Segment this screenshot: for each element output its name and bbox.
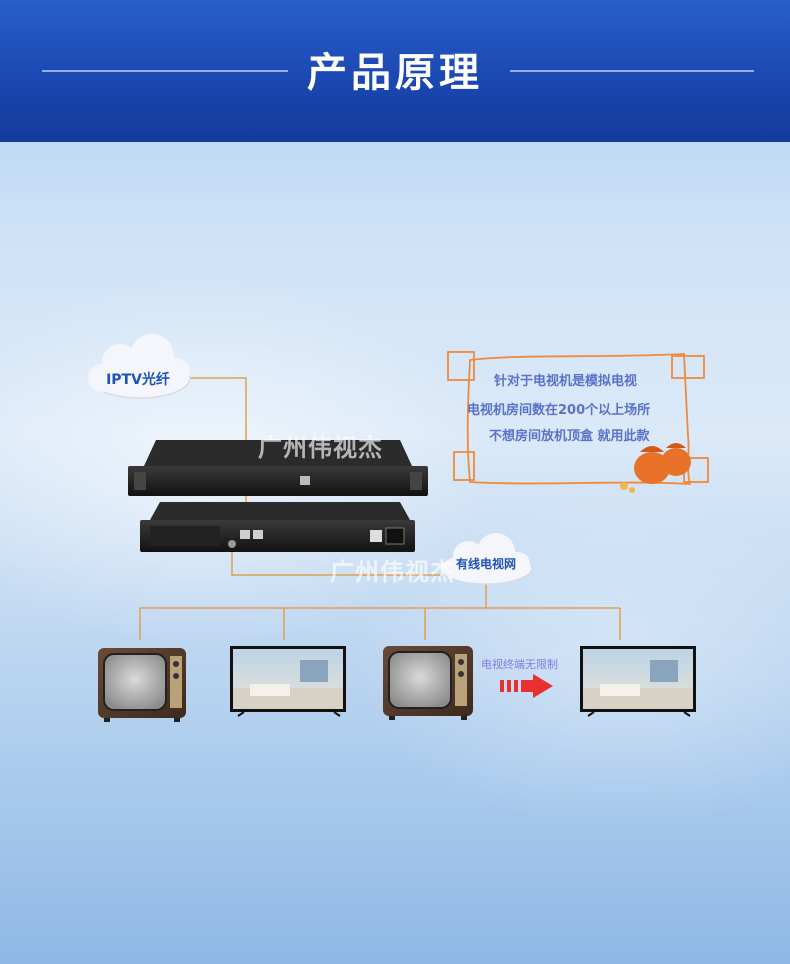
header-divider-left xyxy=(42,70,288,72)
cable-cloud-icon xyxy=(439,533,533,585)
iptv-cloud-icon xyxy=(88,334,191,399)
watermark-bottom: 广州伟视杰 xyxy=(330,558,455,586)
connector-lines xyxy=(139,377,621,640)
background-glow xyxy=(0,142,790,964)
watermark-top: 广州伟视杰 xyxy=(258,434,383,462)
header-banner: 产品原理 xyxy=(0,0,790,142)
iptv-label: IPTV光纤 xyxy=(106,371,170,388)
page-title: 产品原理 xyxy=(307,50,483,96)
terminal-label: 电视终端无限制 xyxy=(481,658,558,671)
device-front-panel xyxy=(128,440,428,496)
crt-tv-1 xyxy=(98,648,186,722)
note-line-2: 电视机房间数在200个以上场所 xyxy=(467,403,651,418)
note-line-3: 不想房间放机顶盒 就用此款 xyxy=(489,429,650,444)
cable-label: 有线电视网 xyxy=(456,556,516,571)
red-arrow-icon xyxy=(500,674,553,698)
flat-tv-2 xyxy=(580,646,696,717)
device-rear-panel xyxy=(140,502,415,552)
crt-tv-2 xyxy=(383,646,473,720)
note-frame xyxy=(447,351,709,485)
rf-port-icon xyxy=(228,540,236,548)
header-divider-right xyxy=(510,70,754,72)
flat-tv-1 xyxy=(230,646,346,717)
output-line xyxy=(231,548,440,576)
money-bag-icon xyxy=(620,443,691,493)
note-line-1: 针对于电视机是模拟电视 xyxy=(494,374,638,389)
